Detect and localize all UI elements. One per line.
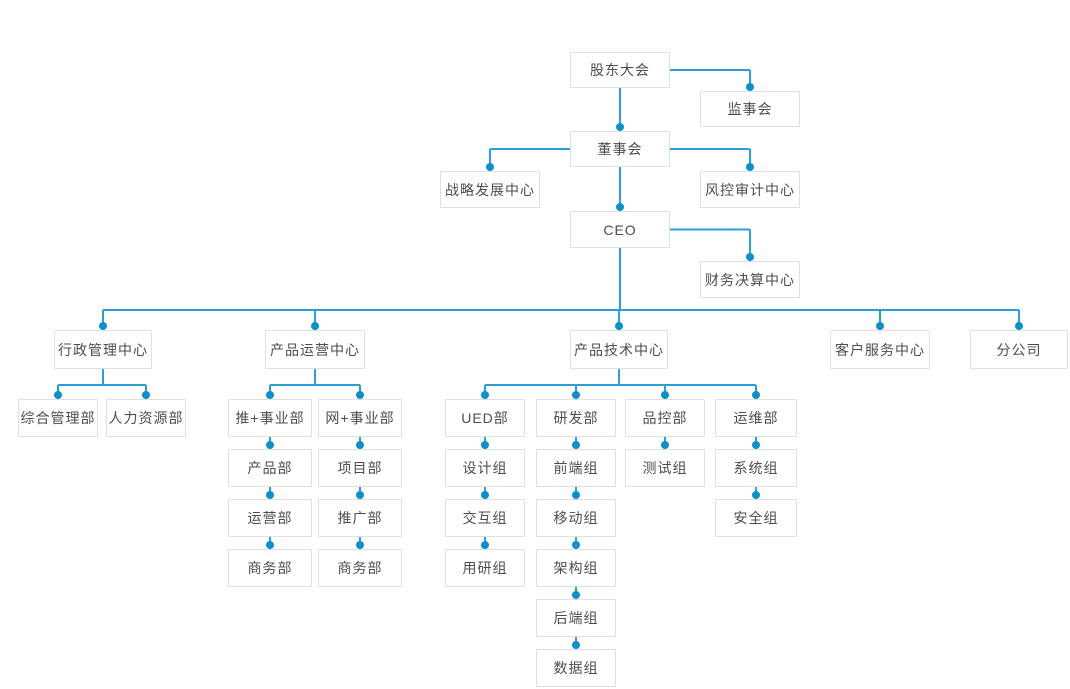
connector-dot <box>572 641 580 649</box>
org-node-backend: 后端组 <box>536 599 616 637</box>
org-node-security: 安全组 <box>715 499 797 537</box>
connector-dot <box>572 491 580 499</box>
org-node-ceo: CEO <box>570 211 670 248</box>
connector-dot <box>481 391 489 399</box>
connector-dot <box>481 491 489 499</box>
connector-dot <box>661 441 669 449</box>
org-node-interaction: 交互组 <box>445 499 525 537</box>
org-node-promotion: 推广部 <box>318 499 402 537</box>
connector-dot <box>572 541 580 549</box>
connector-dot <box>572 591 580 599</box>
org-node-data_group: 数据组 <box>536 649 616 687</box>
connector-dot <box>876 322 884 330</box>
connector-dot <box>356 441 364 449</box>
org-node-rd: 研发部 <box>536 399 616 437</box>
connector-dot <box>356 541 364 549</box>
connector-dot <box>486 163 494 171</box>
org-node-service: 客户服务中心 <box>830 330 930 369</box>
connector-dot <box>746 253 754 261</box>
connector-dot <box>752 391 760 399</box>
connector-dot <box>481 541 489 549</box>
connector-dot <box>311 322 319 330</box>
connector-dot <box>356 491 364 499</box>
org-node-om: 运维部 <box>715 399 797 437</box>
org-node-product: 产品部 <box>228 449 312 487</box>
org-node-shareholders: 股东大会 <box>570 52 670 88</box>
org-node-project: 项目部 <box>318 449 402 487</box>
org-node-general: 综合管理部 <box>18 399 98 437</box>
org-node-system: 系统组 <box>715 449 797 487</box>
connector-dot <box>266 491 274 499</box>
org-node-qc: 品控部 <box>625 399 705 437</box>
org-node-ued: UED部 <box>445 399 525 437</box>
connector-dot <box>142 391 150 399</box>
org-node-finance: 财务决算中心 <box>700 261 800 298</box>
org-node-business_wang: 商务部 <box>318 549 402 587</box>
connector-dot <box>572 391 580 399</box>
org-node-operation: 运营部 <box>228 499 312 537</box>
org-node-arch: 架构组 <box>536 549 616 587</box>
org-node-frontend: 前端组 <box>536 449 616 487</box>
connector-dot <box>752 441 760 449</box>
connector-dot <box>266 541 274 549</box>
connector-dot <box>54 391 62 399</box>
connector-dot <box>1015 322 1023 330</box>
connector-dot <box>746 83 754 91</box>
org-node-ops: 产品运营中心 <box>265 330 365 369</box>
connector-dot <box>752 491 760 499</box>
org-node-design: 设计组 <box>445 449 525 487</box>
connector-dot <box>615 322 623 330</box>
org-node-tui: 推+事业部 <box>228 399 312 437</box>
connector-dot <box>266 441 274 449</box>
connector-dot <box>616 203 624 211</box>
org-node-strategy: 战略发展中心 <box>440 171 540 208</box>
org-node-mobile: 移动组 <box>536 499 616 537</box>
org-node-branch: 分公司 <box>970 330 1068 369</box>
org-node-research: 用研组 <box>445 549 525 587</box>
org-node-wang: 网+事业部 <box>318 399 402 437</box>
connector-dot <box>356 391 364 399</box>
org-node-supervisory: 监事会 <box>700 91 800 127</box>
connector-dot <box>99 322 107 330</box>
connector-dot <box>266 391 274 399</box>
org-node-tech: 产品技术中心 <box>570 330 668 369</box>
connector-dot <box>481 441 489 449</box>
org-node-board: 董事会 <box>570 131 670 167</box>
org-node-admin: 行政管理中心 <box>54 330 152 369</box>
org-node-hr: 人力资源部 <box>106 399 186 437</box>
org-node-business_tui: 商务部 <box>228 549 312 587</box>
connector-dot <box>616 123 624 131</box>
connector-dot <box>572 441 580 449</box>
org-node-risk: 风控审计中心 <box>700 171 800 208</box>
connector-dot <box>746 163 754 171</box>
connector-dot <box>661 391 669 399</box>
org-node-test: 测试组 <box>625 449 705 487</box>
